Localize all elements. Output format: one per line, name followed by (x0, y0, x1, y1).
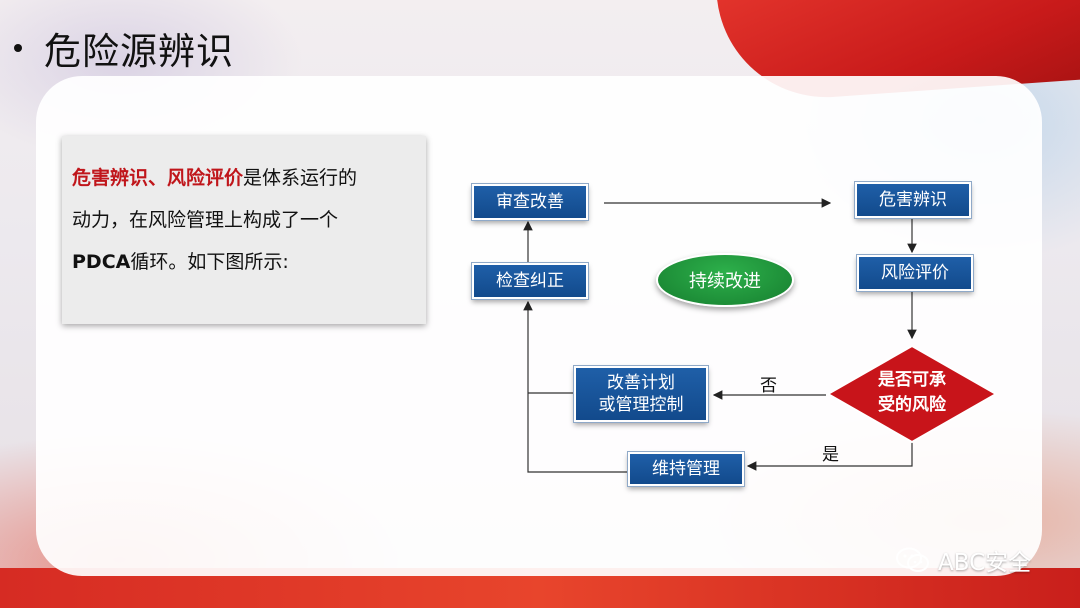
node-maintain: 维持管理 (627, 451, 745, 487)
watermark-text: ABC安全 (938, 550, 1032, 576)
intro-pdca: PDCA (72, 251, 131, 273)
decision-diamond (825, 344, 999, 444)
node-review: 审查改善 (471, 183, 589, 221)
intro-highlight: 危害辨识、风险评价 (72, 167, 244, 189)
node-plan: 改善计划 或管理控制 (573, 365, 709, 423)
node-check: 检查纠正 (471, 262, 589, 300)
intro-text-box: 危害辨识、风险评价是体系运行的 动力，在风险管理上构成了一个 PDCA循环。如下… (62, 136, 426, 324)
slide-title-row: 危险源辨识 (14, 22, 234, 74)
intro-line-3: PDCA循环。如下图所示: (72, 246, 416, 278)
node-center: 持续改进 (656, 253, 794, 307)
intro-line-2: 动力，在风险管理上构成了一个 (72, 209, 339, 231)
node-evaluate: 风险评价 (856, 254, 974, 292)
intro-line-1: 危害辨识、风险评价是体系运行的 (72, 162, 416, 194)
node-plan-line-1: 改善计划 (607, 373, 675, 393)
slide-title: 危险源辨识 (44, 30, 234, 73)
bullet-icon (14, 44, 22, 52)
node-identify: 危害辨识 (854, 181, 972, 219)
decision-label-line-1: 是否可承 (878, 370, 946, 390)
decision-label: 是否可承 受的风险 (856, 368, 968, 420)
edge-label-no: 否 (760, 376, 777, 396)
intro-line-1-rest: 是体系运行的 (243, 167, 358, 189)
edge-label-yes: 是 (822, 445, 839, 465)
wechat-icon (896, 547, 929, 572)
watermark: ABC安全 (896, 542, 1031, 578)
decision-label-line-2: 受的风险 (878, 395, 946, 415)
edge-loop-to-check (523, 300, 628, 473)
intro-line-3-rest: 循环。如下图所示: (130, 251, 289, 273)
node-plan-line-2: 或管理控制 (598, 395, 684, 415)
edge-decision-to-maintain (746, 442, 913, 471)
